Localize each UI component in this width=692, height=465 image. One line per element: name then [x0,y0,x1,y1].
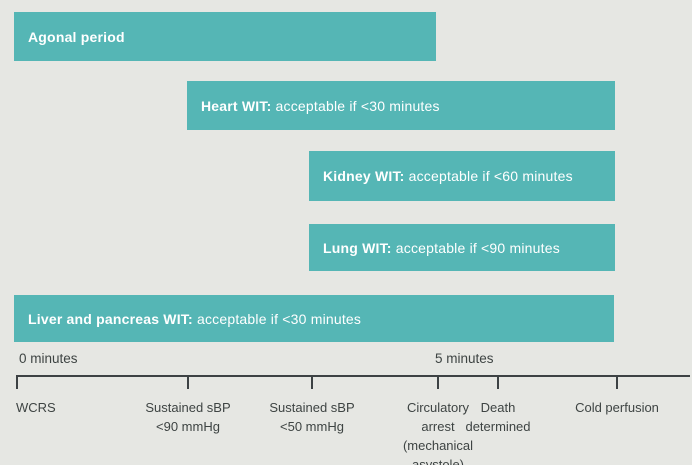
bar-label-bold: Kidney WIT: [323,168,405,184]
bar-label-bold: Liver and pancreas WIT: [28,310,193,327]
bar-label-rest: acceptable if <60 minutes [404,168,573,184]
time-label-5-minutes: 5 minutes [435,351,494,366]
axis-tick-circulatory-arrest [437,375,439,389]
bar-label-rest: acceptable if <30 minutes [271,97,440,114]
axis-tick-sbp90 [187,375,189,389]
event-label-cold-perfusion: Cold perfusion [575,400,659,415]
bar-kidney-wit: Kidney WIT: acceptable if <60 minutes [309,151,615,201]
bar-label-bold: Heart WIT: [201,97,272,114]
event-label-sbp90: Sustained sBP <90 mmHg [145,400,231,434]
axis-tick-death-determined [497,375,499,389]
bar-lung-wit: Lung WIT: acceptable if <90 minutes [309,224,615,271]
axis-tick-sbp50 [311,375,313,389]
event-label-circulatory-arrest: Circulatory arrest (mechanical asystole) [402,400,474,465]
bar-heart-wit: Heart WIT: acceptable if <30 minutes [187,81,615,130]
time-label-0-minutes: 0 minutes [19,351,78,366]
event-label-sbp50: Sustained sBP <50 mmHg [269,400,355,434]
bar-label-rest: acceptable if <30 minutes [192,310,362,327]
bar-agonal-period: Agonal period [14,12,436,61]
bar-label-bold: Agonal period [28,28,125,45]
bar-label-rest: acceptable if <90 minutes [391,239,560,256]
event-label-wcrs: WCRS [16,400,56,415]
timeline-axis [16,375,690,377]
event-label-death-determined: Death determined [465,400,531,434]
bar-label-bold: Lung WIT: [323,239,392,256]
axis-tick-cold-perfusion [616,375,618,389]
axis-tick-wcrs [16,375,18,389]
bar-liver-pancreas-wit: Liver and pancreas WIT: acceptable if <3… [14,295,614,342]
